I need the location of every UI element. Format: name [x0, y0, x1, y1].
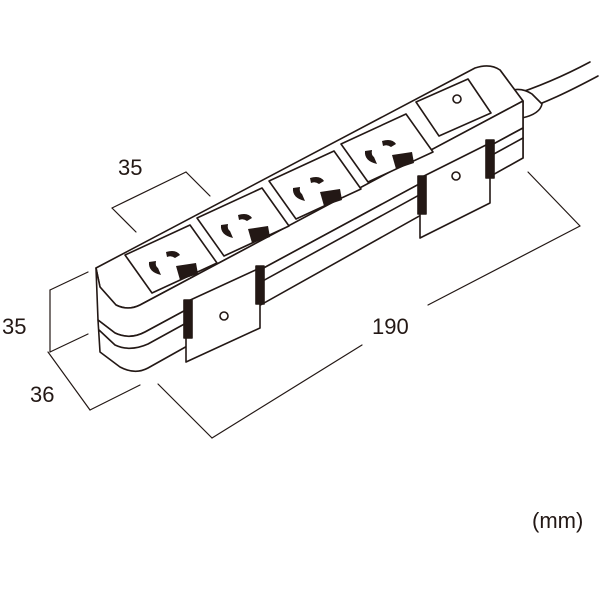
outlet-pitch-label: 35 — [118, 155, 142, 180]
depth-dimension-lines — [47, 351, 141, 411]
power-switch — [415, 78, 492, 137]
outlet-4 — [340, 113, 434, 183]
height-label: 35 — [2, 314, 26, 339]
mounting-bracket-right — [417, 139, 495, 239]
unit-label: (mm) — [532, 508, 583, 533]
outlet-2 — [196, 187, 290, 257]
length-dimension-lines — [157, 171, 581, 439]
outlet-3 — [268, 150, 362, 220]
outlet-3-slots — [292, 177, 342, 206]
length-label: 190 — [372, 314, 409, 339]
outlet-1 — [124, 224, 218, 294]
outlet-4-slots — [364, 140, 414, 169]
outlet-pitch-dimension-lines — [111, 171, 211, 233]
mounting-bracket-left — [183, 265, 265, 363]
outlet-1-slots — [148, 251, 198, 280]
outlet-2-slots — [220, 214, 270, 243]
height-dimension-lines — [49, 271, 89, 353]
depth-label: 36 — [30, 382, 54, 407]
